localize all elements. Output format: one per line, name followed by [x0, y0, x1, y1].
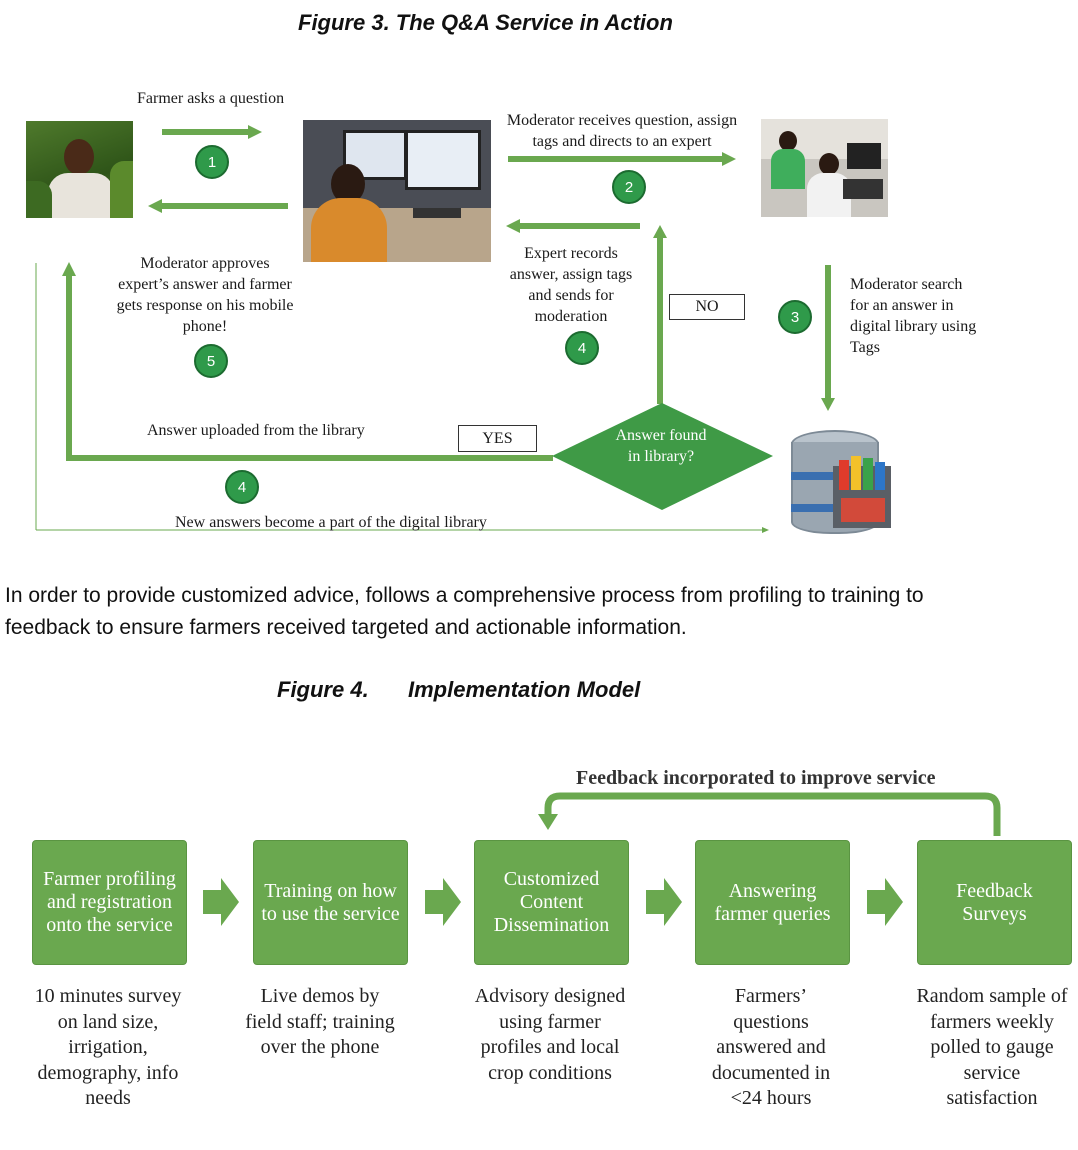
body-paragraph: In order to provide customized advice, f…	[5, 584, 924, 639]
label-expert-records: Expert records answer, assign tags and s…	[509, 245, 633, 325]
digital-library-icon	[785, 426, 901, 541]
label-new-answers: New answers become a part of the digital…	[175, 514, 487, 531]
step-box-feedback: Feedback Surveys	[917, 840, 1072, 965]
label-moderator-approves: Moderator approves expert’s answer and f…	[116, 255, 294, 335]
label-moderator-search: Moderator search for an answer in digita…	[850, 276, 977, 356]
label-moderator-receives: Moderator receives question, assign tags…	[506, 112, 738, 150]
decision-label: Answer found in library?	[615, 427, 707, 465]
no-label: NO	[669, 294, 745, 320]
step-badge-2: 2	[612, 170, 646, 204]
moderator-computer-photo	[303, 120, 491, 262]
label-answer-uploaded: Answer uploaded from the library	[147, 422, 365, 439]
step-desc-queries: Farmers’ questions answered and document…	[711, 985, 831, 1109]
step-desc-training: Live demos by field staff; training over…	[245, 985, 395, 1058]
farmer-photo	[26, 121, 133, 218]
implementation-arrows	[203, 792, 1001, 926]
step-badge-4-expert: 4	[565, 331, 599, 365]
expert-photo	[761, 119, 888, 217]
step-badge-4-library: 4	[225, 470, 259, 504]
step-desc-feedback: Random sample of farmers weekly polled t…	[916, 985, 1068, 1109]
figure-4-title-prefix: Figure 4.	[277, 677, 369, 702]
step-box-queries: Answering farmer queries	[695, 840, 850, 965]
step-box-dissemination: Customized Content Dissemination	[474, 840, 629, 965]
step-badge-1: 1	[195, 145, 229, 179]
step-box-profiling: Farmer profiling and registration onto t…	[32, 840, 187, 965]
step-badge-5: 5	[194, 344, 228, 378]
step-desc-dissemination: Advisory designed using farmer profiles …	[474, 985, 626, 1084]
label-farmer-asks: Farmer asks a question	[137, 90, 285, 107]
step-desc-profiling: 10 minutes survey on land size, irrigati…	[34, 985, 182, 1109]
figure-3-title: Figure 3. The Q&A Service in Action	[298, 10, 673, 35]
step-box-training: Training on how to use the service	[253, 840, 408, 965]
step-badge-3: 3	[778, 300, 812, 334]
figure-4-title: Implementation Model	[408, 677, 641, 702]
decision-diamond	[552, 403, 773, 510]
qa-flow-arrows	[35, 125, 835, 533]
yes-label: YES	[458, 425, 537, 452]
feedback-loop-label: Feedback incorporated to improve service	[576, 767, 936, 789]
